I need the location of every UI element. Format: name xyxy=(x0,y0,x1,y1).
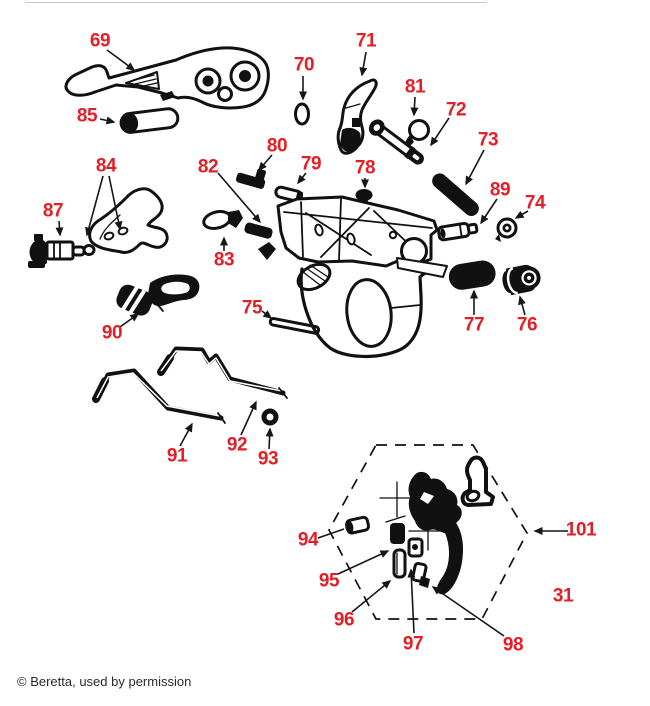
part-92-drawing xyxy=(157,346,288,399)
part-80-drawing xyxy=(235,168,266,189)
callout-label-97: 97 xyxy=(402,633,424,655)
leader-line-71 xyxy=(359,51,368,77)
part-89-drawing xyxy=(437,221,479,242)
callout-label-89: 89 xyxy=(489,179,511,201)
callout-label-101: 101 xyxy=(565,519,597,541)
leader-line-92 xyxy=(240,400,257,436)
callout-label-80: 80 xyxy=(266,135,288,157)
leader-line-89 xyxy=(480,198,498,225)
part-85-drawing xyxy=(119,107,180,134)
leader-line-95 xyxy=(337,550,390,575)
part-91-drawing xyxy=(92,368,226,424)
callout-label-74: 74 xyxy=(524,192,546,214)
leader-line-96 xyxy=(351,580,392,613)
part-72-drawing xyxy=(368,119,424,165)
part-73-drawing xyxy=(432,173,479,216)
part-76-drawing xyxy=(499,264,541,296)
callout-label-76: 76 xyxy=(516,314,538,336)
top-divider-line xyxy=(25,2,487,3)
callout-label-75: 75 xyxy=(241,297,263,319)
callout-label-98: 98 xyxy=(502,634,524,656)
part-94-drawing xyxy=(345,515,370,535)
part-71-drawing xyxy=(336,78,378,155)
leader-line-82 xyxy=(217,172,261,224)
leader-line-76 xyxy=(518,295,526,316)
part-trigger-group-drawing xyxy=(379,471,464,595)
callout-label-70: 70 xyxy=(293,54,315,76)
callout-label-84: 84 xyxy=(95,155,117,177)
part-hex-bracket-drawing xyxy=(460,455,495,507)
leader-line-98 xyxy=(431,586,505,637)
leader-line-75 xyxy=(261,310,273,319)
leader-line-91 xyxy=(179,422,193,447)
leader-line-85 xyxy=(99,116,116,125)
leader-line-87 xyxy=(55,220,64,237)
callout-label-82: 82 xyxy=(197,156,219,178)
callout-label-77: 77 xyxy=(463,314,485,336)
leader-line-72 xyxy=(430,117,450,147)
part-82-drawing xyxy=(244,222,273,239)
leader-line-90 xyxy=(119,313,140,328)
copyright-text: © Beretta, used by permission xyxy=(17,674,192,689)
part-90-drawing xyxy=(116,274,200,316)
callout-label-69: 69 xyxy=(89,30,111,52)
callout-label-83: 83 xyxy=(213,249,235,271)
callout-label-95: 95 xyxy=(318,570,340,592)
leader-line-84 xyxy=(85,175,104,237)
leader-line-81 xyxy=(410,96,419,117)
leader-line-93 xyxy=(265,427,274,450)
callout-label-72: 72 xyxy=(445,99,467,121)
callout-label-93: 93 xyxy=(257,448,279,470)
leader-line-79 xyxy=(297,172,307,185)
callout-label-73: 73 xyxy=(477,129,499,151)
leader-line-73 xyxy=(465,149,485,186)
callout-label-79: 79 xyxy=(300,153,322,175)
leader-line-74 xyxy=(514,210,529,219)
callout-label-78: 78 xyxy=(354,157,376,179)
part-84-drawing xyxy=(88,187,169,254)
callout-label-96: 96 xyxy=(333,609,355,631)
part-87-drawing xyxy=(28,234,96,268)
callout-label-31: 31 xyxy=(552,585,574,607)
leader-line-97 xyxy=(407,568,416,634)
callout-label-85: 85 xyxy=(76,105,98,127)
part-83-drawing xyxy=(202,210,243,230)
callout-label-71: 71 xyxy=(355,30,377,52)
leader-line-84 xyxy=(108,175,123,231)
leader-line-80 xyxy=(258,154,273,172)
leader-line-94 xyxy=(317,528,345,539)
callout-label-87: 87 xyxy=(42,200,64,222)
callout-label-94: 94 xyxy=(297,529,319,551)
callout-label-92: 92 xyxy=(226,434,248,456)
callout-label-90: 90 xyxy=(101,322,123,344)
part-93-drawing xyxy=(261,408,280,426)
hexagon-boundary xyxy=(328,444,528,620)
part-trigger-housing-drawing xyxy=(258,195,448,358)
leader-line-69 xyxy=(106,49,136,71)
callout-label-81: 81 xyxy=(404,76,426,98)
part-75-drawing xyxy=(268,317,321,335)
part-69-drawing xyxy=(64,46,270,110)
part-74-drawing xyxy=(495,217,518,242)
part-77-drawing xyxy=(448,260,496,290)
callout-label-91: 91 xyxy=(166,445,188,467)
part-70-drawing xyxy=(294,102,310,126)
